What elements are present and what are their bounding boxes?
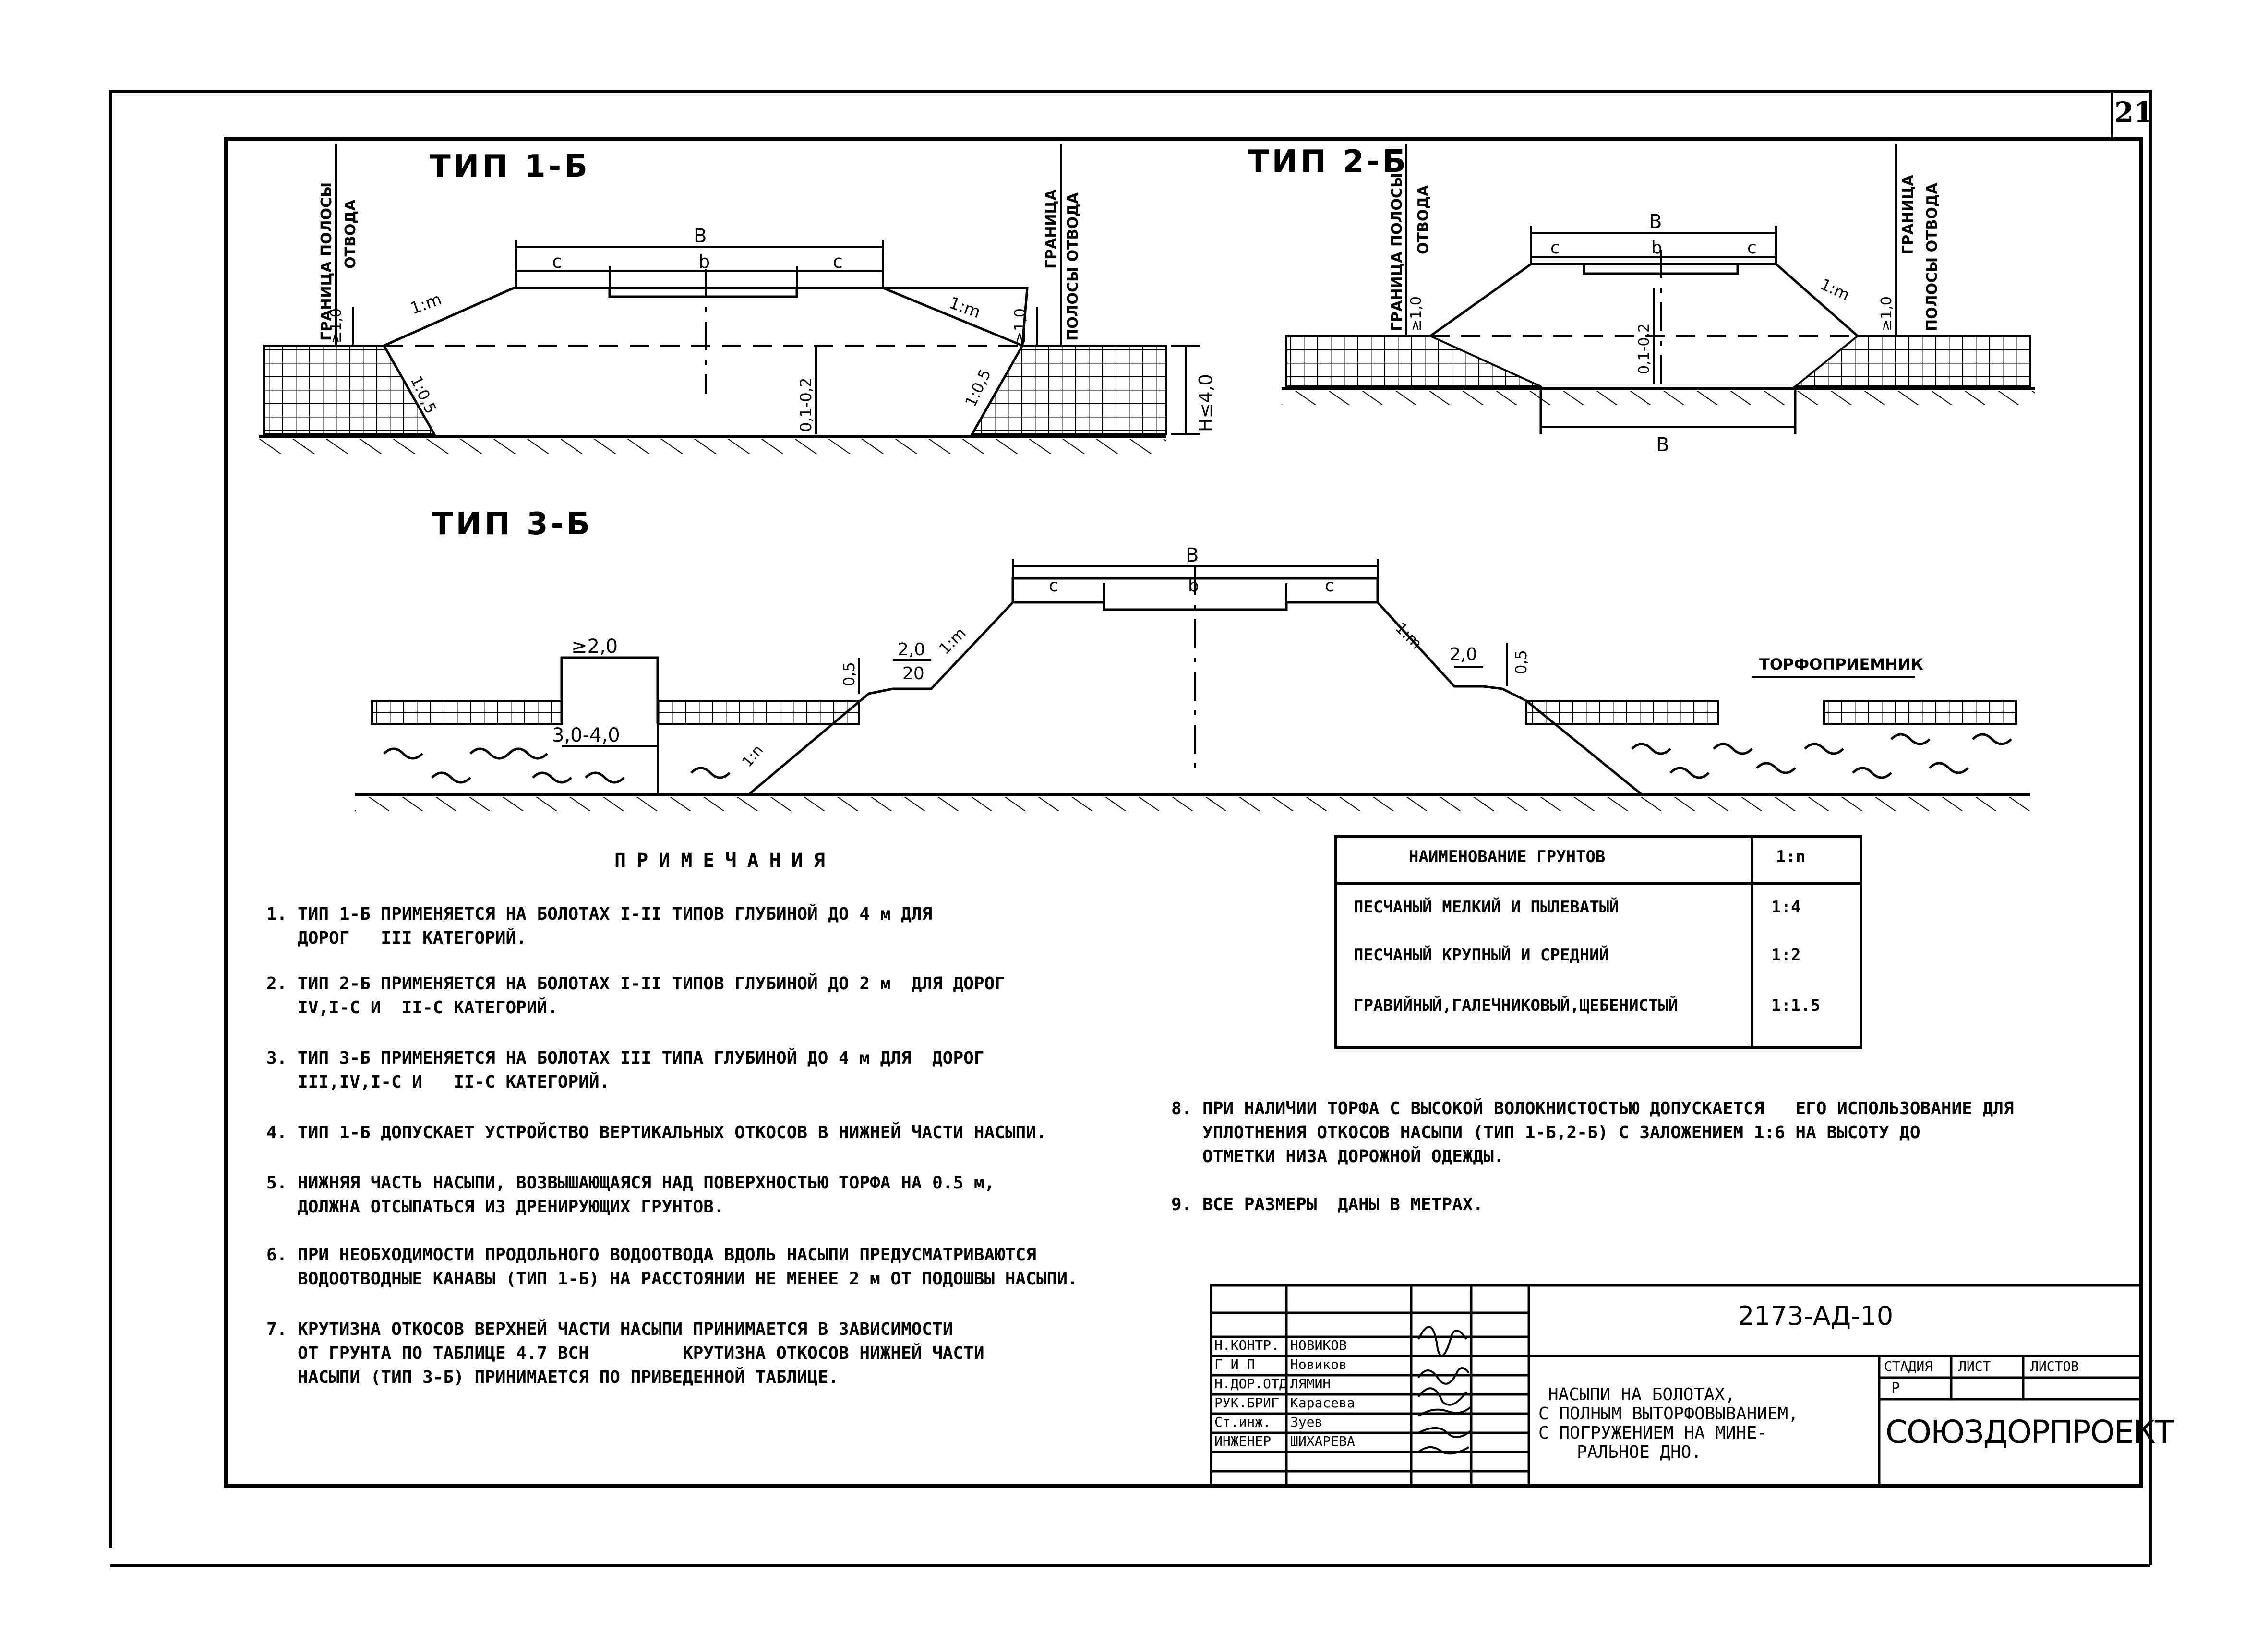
t1-dim-c-left: c [552, 251, 562, 272]
peat-strip-3c [1525, 700, 1719, 725]
title-block-grid [1210, 1284, 2143, 1488]
t3-peat-receiver: ТОРФОПРИЕМНИК [1759, 655, 1923, 673]
name-5: Зуев [1290, 1414, 1323, 1430]
t3-berm-left-slope: 20 [902, 664, 924, 684]
col-sheets: ЛИСТОВ [2030, 1358, 2079, 1374]
t2-dim-c-right: c [1747, 238, 1757, 258]
drawing-title-3: С ПОГРУЖЕНИЕМ НА МИНЕ- [1538, 1423, 1767, 1443]
t1-left-boundary-2: ОТВОДА [342, 199, 359, 269]
t3-dim-c-right: c [1325, 576, 1334, 596]
type-1b-title: ТИП 1-Б [430, 149, 590, 184]
col-sheet: ЛИСТ [1958, 1358, 1991, 1374]
t2-right-boundary-2: ПОЛОСЫ ОТВОДА [1924, 182, 1941, 331]
role-5: Ст.инж. [1214, 1414, 1272, 1430]
t2-right-boundary-1: ГРАНИЦА [1900, 175, 1917, 254]
type-3b-title: ТИП 3-Б [432, 506, 593, 542]
t3-trench: 3,0-4,0 [552, 724, 620, 746]
role-6: ИНЖЕНЕР [1214, 1433, 1272, 1449]
soil-table-header-ratio: 1:n [1776, 847, 1806, 866]
t2-left-boundary-2: ОТВОДА [1415, 185, 1432, 254]
soil-row-1-name: ПЕСЧАНЫЙ МЕЛКИЙ И ПЫЛЕВАТЫЙ [1354, 898, 1619, 917]
t1-minh-right: ≥1,0 [1012, 308, 1029, 343]
t1-height: H≤4,0 [1195, 374, 1216, 432]
t2-dim-B-bottom: B [1656, 434, 1669, 456]
t1-left-boundary-1: ГРАНИЦА ПОЛОСЫ [318, 182, 335, 341]
name-6: ШИХАРЕВА [1290, 1433, 1355, 1449]
t2-dim-c-left: c [1550, 238, 1560, 258]
role-4: РУК.БРИГ [1214, 1395, 1279, 1411]
role-3: Н.ДОР.ОТД. [1214, 1376, 1296, 1392]
t2-depth: 0,1-0,2 [1636, 324, 1653, 374]
organization: СОЮЗДОРПРОЕКТ [1885, 1414, 2174, 1451]
soil-row-2-ratio: 1:2 [1771, 946, 1801, 965]
t3-berm-left-h: 0,5 [840, 662, 858, 686]
drawing-title-4: РАЛЬНОЕ ДНО. [1577, 1442, 1702, 1462]
t2-left-boundary-1: ГРАНИЦА ПОЛОСЫ [1389, 173, 1405, 331]
note-7: 7. КРУТИЗНА ОТКОСОВ ВЕРХНЕЙ ЧАСТИ НАСЫПИ… [266, 1320, 984, 1387]
t3-berm-right-h: 0,5 [1512, 650, 1530, 674]
soil-table-header-name: НАИМЕНОВАНИЕ ГРУНТОВ [1409, 847, 1606, 866]
note-2: 2. ТИП 2-Б ПРИМЕНЯЕТСЯ НА БОЛОТАХ I-II Т… [266, 974, 1005, 1018]
sheet-number: 21 [2114, 96, 2153, 129]
t1-depth: 0,1-0,2 [797, 378, 815, 432]
t1-right-boundary-2: ПОЛОСЫ ОТВОДА [1065, 192, 1081, 341]
t1-right-boundary-1: ГРАНИЦА [1043, 189, 1060, 269]
t3-slope-n: 1:n [739, 742, 767, 770]
peat-strip-3b [657, 700, 860, 725]
type-2b-title: ТИП 2-Б [1248, 144, 1409, 180]
col-stage: СТАДИЯ [1884, 1358, 1933, 1374]
drawing-title-2: С ПОЛНЫМ ВЫТОРФОВЫВАНИЕМ, [1538, 1404, 1799, 1424]
note-4: 4. ТИП 1-Б ДОПУСКАЕТ УСТРОЙСТВО ВЕРТИКАЛ… [266, 1123, 1047, 1142]
notes-title: ПРИМЕЧАНИЯ [614, 850, 836, 872]
role-1: Н.КОНТР. [1214, 1337, 1279, 1353]
t2-dim-B: B [1649, 211, 1662, 233]
t3-dim-c-left: c [1049, 576, 1058, 596]
t3-dim-b: b [1188, 576, 1199, 596]
name-2: Новиков [1290, 1356, 1347, 1372]
doc-code: 2173-АД-10 [1738, 1301, 1894, 1331]
drawing-title-1: НАСЫПИ НА БОЛОТАХ, [1548, 1385, 1736, 1404]
note-3: 3. ТИП 3-Б ПРИМЕНЯЕТСЯ НА БОЛОТАХ III ТИ… [266, 1048, 984, 1092]
t2-minh-right: ≥1,0 [1878, 296, 1895, 331]
soil-row-2-name: ПЕСЧАНЫЙ КРУПНЫЙ И СРЕДНИЙ [1354, 946, 1609, 965]
t1-minh-left: ≥1,0 [328, 308, 345, 343]
t1-dim-c-right: c [833, 251, 843, 272]
note-9: 9. ВСЕ РАЗМЕРЫ ДАНЫ В МЕТРАХ. [1171, 1195, 1484, 1214]
soil-row-1-ratio: 1:4 [1771, 898, 1801, 917]
t2-minh-left: ≥1,0 [1408, 296, 1425, 331]
note-6: 6. ПРИ НЕОБХОДИМОСТИ ПРОДОЛЬНОГО ВОДООТВ… [266, 1245, 1078, 1289]
t3-dim-B: B [1186, 544, 1199, 566]
t2-dim-b: b [1651, 238, 1662, 258]
soil-row-3-ratio: 1:1.5 [1771, 996, 1821, 1015]
t3-berm: ≥2,0 [571, 636, 618, 658]
soil-table-grid [1334, 835, 1862, 1049]
note-5: 5. НИЖНЯЯ ЧАСТЬ НАСЫПИ, ВОЗВЫШАЮЩАЯСЯ НА… [266, 1173, 995, 1217]
peat-strip-3a [371, 700, 563, 725]
name-4: Карасева [1290, 1395, 1355, 1411]
peat-strip-3d [1823, 700, 2017, 725]
stage-value: Р [1891, 1380, 1900, 1397]
signatures [1417, 1326, 1472, 1455]
peat-right-2 [1792, 335, 2031, 387]
note-8: 8. ПРИ НАЛИЧИИ ТОРФА С ВЫСОКОЙ ВОЛОКНИСТ… [1171, 1099, 2014, 1166]
ground-hatch-1 [259, 439, 1166, 454]
t3-berm-right: 2,0 [1450, 645, 1477, 664]
t1-dim-B: B [694, 225, 707, 247]
name-1: НОВИКОВ [1290, 1337, 1347, 1353]
t3-berm-left: 2,0 [898, 640, 925, 660]
name-3: ЛЯМИН [1290, 1376, 1331, 1392]
soil-row-3-name: ГРАВИЙНЫЙ,ГАЛЕЧНИКОВЫЙ,ЩЕБЕНИСТЫЙ [1354, 996, 1678, 1015]
t1-dim-b: b [698, 251, 710, 272]
note-1: 1. ТИП 1-Б ПРИМЕНЯЕТСЯ НА БОЛОТАХ I-II Т… [266, 904, 933, 948]
role-2: Г И П [1214, 1356, 1255, 1372]
